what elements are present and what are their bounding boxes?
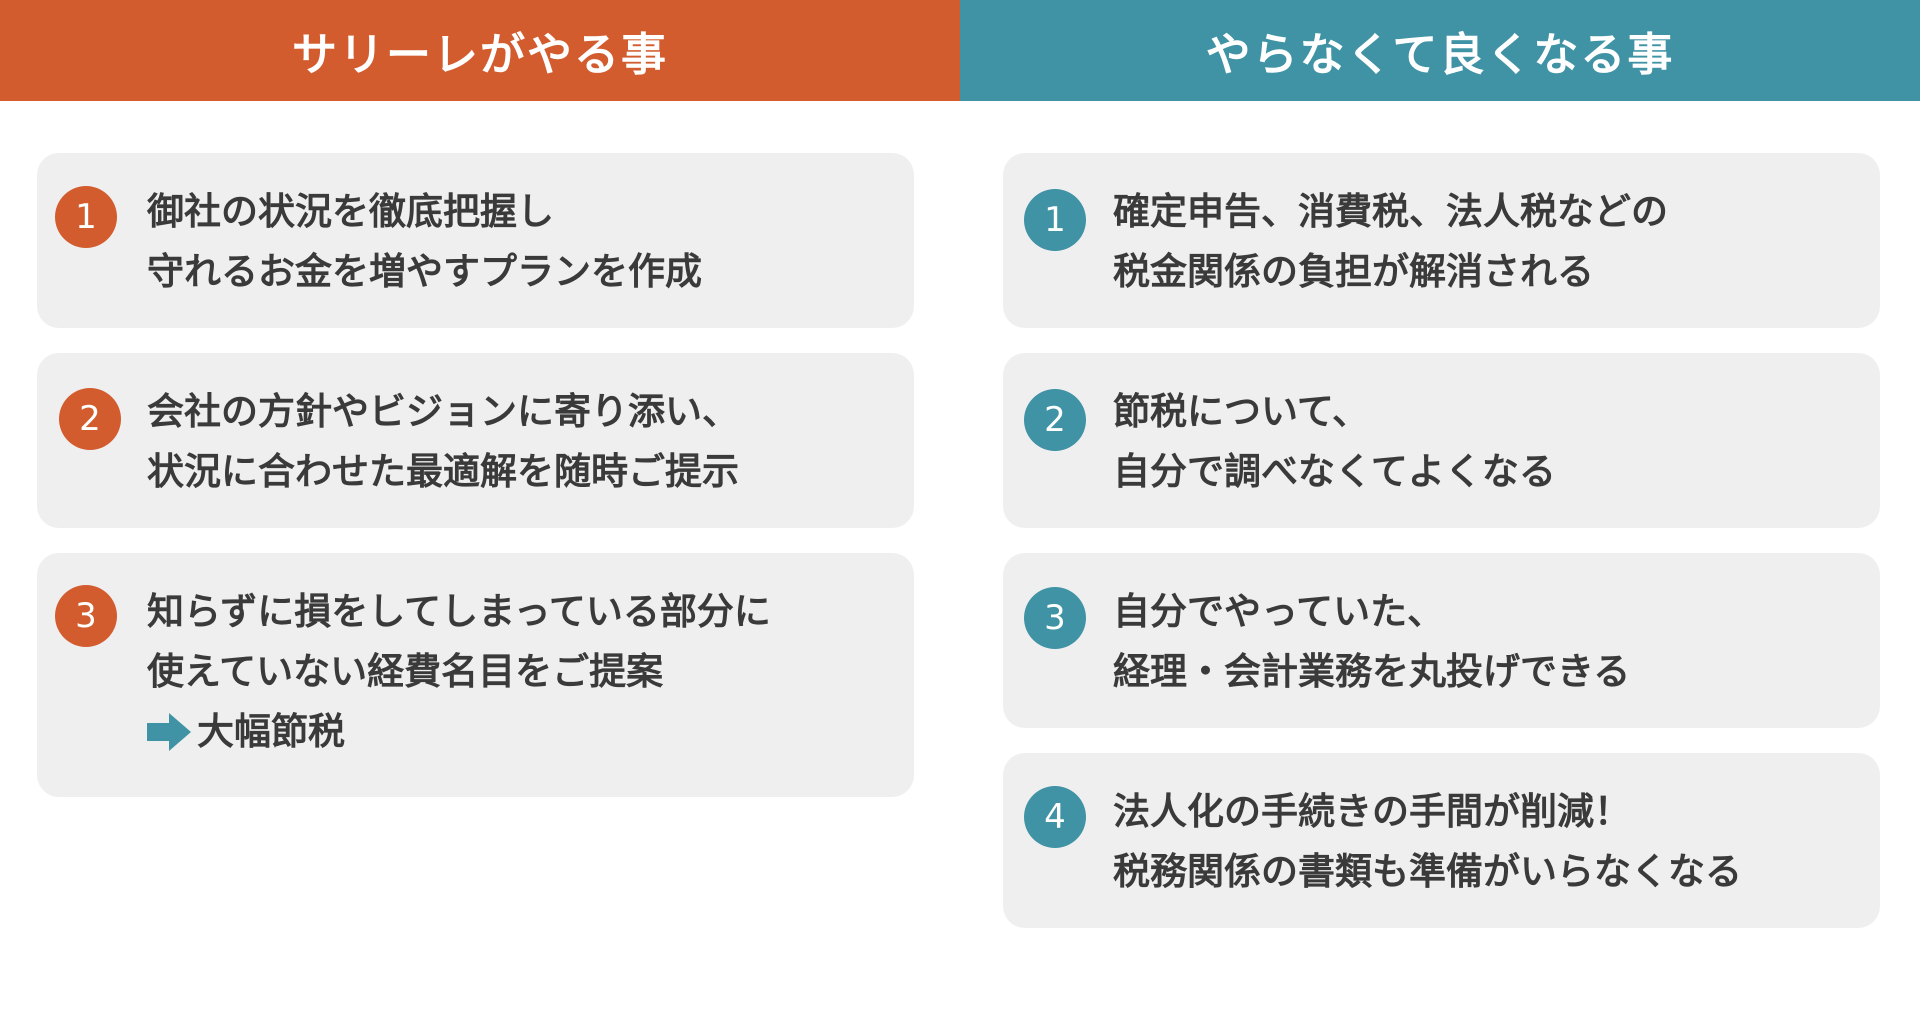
card-line-2: 経理・会計業務を丸投げできる — [1113, 650, 1631, 693]
right-card-3: 3 自分でやっていた、 経理・会計業務を丸投げできる — [1003, 553, 1880, 728]
number-badge: 3 — [1024, 587, 1086, 649]
card-line-1: 確定申告、消費税、法人税などの — [1113, 190, 1668, 233]
number-badge: 3 — [55, 585, 117, 647]
card-text: 御社の状況を徹底把握し 守れるお金を増やすプランを作成 — [147, 182, 898, 302]
card-line-1: 御社の状況を徹底把握し — [147, 190, 554, 233]
left-card-1: 1 御社の状況を徹底把握し 守れるお金を増やすプランを作成 — [37, 153, 914, 328]
number-badge: 4 — [1024, 786, 1086, 848]
card-line-2: 税務関係の書類も準備がいらなくなる — [1113, 850, 1742, 893]
left-card-3: 3 知らずに損をしてしまっている部分に 使えていない経費名目をご提案 大幅節税 — [37, 553, 914, 797]
card-text: 法人化の手続きの手間が削減！ 税務関係の書類も準備がいらなくなる — [1113, 782, 1864, 902]
header-left-title: サリーレがやる事 — [291, 28, 668, 81]
card-line-1: 法人化の手続きの手間が削減！ — [1113, 790, 1631, 833]
card-text: 会社の方針やビジョンに寄り添い、 状況に合わせた最適解を随時ご提示 — [147, 382, 898, 502]
card-line-2: 自分で調べなくてよくなる — [1113, 450, 1556, 493]
right-card-4: 4 法人化の手続きの手間が削減！ 税務関係の書類も準備がいらなくなる — [1003, 753, 1880, 928]
card-line-1: 自分でやっていた、 — [1113, 590, 1445, 633]
card-text: 確定申告、消費税、法人税などの 税金関係の負担が解消される — [1113, 182, 1864, 302]
number-badge: 2 — [1024, 389, 1086, 451]
header-right-title: やらなくて良くなる事 — [1205, 28, 1675, 81]
card-line-1: 会社の方針やビジョンに寄り添い、 — [147, 390, 739, 433]
card-line-2: 税金関係の負担が解消される — [1113, 250, 1594, 293]
card-line-2: 使えていない経費名目をご提案 — [147, 650, 664, 693]
card-line-1: 節税について、 — [1113, 390, 1370, 433]
header-sally-does: サリーレがやる事 — [0, 0, 960, 101]
card-text: 自分でやっていた、 経理・会計業務を丸投げできる — [1113, 582, 1864, 702]
right-card-1: 1 確定申告、消費税、法人税などの 税金関係の負担が解消される — [1003, 153, 1880, 328]
result-text: 大幅節税 — [197, 710, 345, 753]
header-no-longer-needed: やらなくて良くなる事 — [960, 0, 1920, 101]
card-line-2: 状況に合わせた最適解を随時ご提示 — [147, 450, 739, 493]
card-text: 知らずに損をしてしまっている部分に 使えていない経費名目をご提案 大幅節税 — [147, 582, 898, 762]
number-badge: 2 — [59, 388, 121, 450]
number-badge: 1 — [55, 186, 117, 248]
right-card-2: 2 節税について、 自分で調べなくてよくなる — [1003, 353, 1880, 528]
result-line: 大幅節税 — [147, 702, 898, 762]
card-line-2: 守れるお金を増やすプランを作成 — [147, 250, 702, 293]
number-badge: 1 — [1024, 189, 1086, 251]
right-arrow-icon — [147, 713, 191, 751]
card-text: 節税について、 自分で調べなくてよくなる — [1113, 382, 1864, 502]
card-line-1: 知らずに損をしてしまっている部分に — [147, 590, 771, 633]
left-card-2: 2 会社の方針やビジョンに寄り添い、 状況に合わせた最適解を随時ご提示 — [37, 353, 914, 528]
